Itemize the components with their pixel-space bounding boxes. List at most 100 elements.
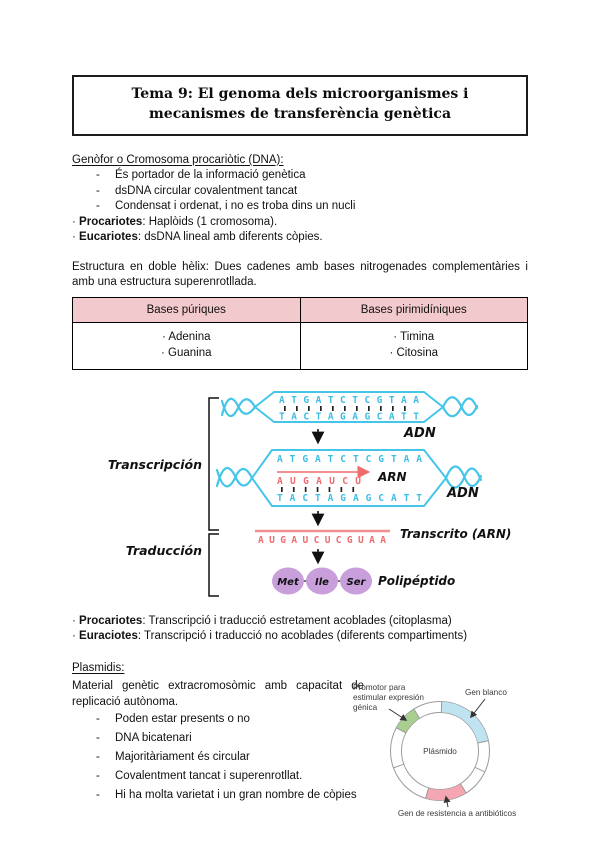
bullet-dash: -	[96, 713, 100, 726]
promoter-label-line: Promotor para	[353, 683, 406, 692]
segment-divider	[396, 727, 407, 734]
arn-label: ARN	[377, 470, 407, 484]
list-item: - Poden estar presents o no	[72, 710, 364, 729]
transcription-bracket	[208, 396, 219, 531]
bullet-dash: -	[96, 770, 100, 783]
plasmidis-row: Material genètic extracromosòmic amb cap…	[72, 678, 528, 829]
plasmidis-intro: Material genètic extracromosòmic amb cap…	[72, 680, 364, 708]
section-heading: Plasmidis:	[72, 661, 528, 677]
note-text: : Transcripció i traducció no acoblades …	[137, 630, 468, 643]
note-dot: ·	[72, 630, 76, 643]
list-item: - dsDNA circular covalentment tancat	[72, 184, 528, 200]
translation-bracket	[208, 532, 219, 597]
segment-divider	[477, 740, 489, 744]
list-item: - Hi ha molta varietat i un gran nombre …	[72, 786, 364, 805]
table-header-cell: Bases pirimidíniques	[299, 296, 528, 323]
bullet-dash: -	[96, 732, 100, 745]
plasmid-diagram: Promotor para estimular expresión génica…	[353, 683, 516, 818]
note-dot: ·	[72, 231, 76, 244]
adn-label: ADN	[446, 486, 479, 501]
plasmid-inner-ring	[401, 712, 479, 791]
section-heading: Genòfor o Cromosoma procariòtic (DNA):	[72, 153, 528, 169]
section-acoblament: · Procariotes: Transcripció i traducció …	[72, 614, 528, 645]
rna-partial-sequence: AUGAUCU	[277, 476, 361, 487]
list-item: - Condensat i ordenat, i no es troba din…	[72, 199, 528, 215]
promoter-segment	[396, 709, 420, 734]
note-text: : dsDNA lineal amb diferents còpies.	[137, 231, 323, 244]
resistance-pointer-arrow	[443, 795, 451, 808]
note-dot: ·	[72, 614, 76, 627]
transcription-label: Transcripción	[108, 457, 202, 472]
note-dot: ·	[72, 215, 76, 228]
note-term: Procariotes	[79, 614, 143, 627]
target-gene-segment	[441, 701, 489, 744]
bullet-dash: -	[96, 789, 100, 802]
note-term: Eucariotes	[79, 231, 138, 244]
segment-divider	[413, 708, 421, 719]
title-box: Tema 9: El genoma dels microorganismes i…	[72, 75, 528, 136]
rna-full-sequence: AUGAUCUCGUAA	[258, 535, 386, 546]
table-cell-line: · Adenina	[161, 330, 211, 343]
resistance-gene-segment	[425, 783, 467, 801]
list-item-text: Poden estar presents o no	[115, 713, 250, 726]
dna-helix-strand	[215, 467, 254, 487]
central-dogma-diagram: Transcripción Traducción ATGATCTCGTAA TA…	[108, 390, 511, 597]
note-line: · Euraciotes: Transcripció i traducció n…	[72, 629, 528, 645]
table-header-cell: Bases púriques	[72, 296, 301, 323]
dna-helix-strand	[220, 397, 257, 417]
bases-table: Bases púriques Bases pirimidíniques · Ad…	[72, 296, 528, 370]
bullet-dash: -	[96, 169, 100, 182]
list-item-text: Condensat i ordenat, i no es troba dins …	[115, 200, 356, 213]
list-item-text: És portador de la informació genètica	[115, 169, 306, 182]
note-text: : Transcripció i traducció estretament a…	[142, 614, 452, 627]
list-item: - És portador de la informació genètica	[72, 168, 528, 184]
promoter-label-line: estimular expresión	[353, 693, 424, 702]
amino-acid-label: Met	[277, 577, 300, 588]
note-term: Procariotes	[79, 215, 143, 228]
note-term: Euraciotes	[79, 630, 138, 643]
note-line: · Procariotes: Haplòids (1 cromosoma).	[72, 215, 528, 231]
note-line: · Eucariotes: dsDNA lineal amb diferents…	[72, 230, 528, 246]
resistance-gene-label: Gen de resistencia a antibióticos	[398, 809, 516, 818]
list-item-text: Majoritàriament és circular	[115, 751, 250, 764]
page-title: Tema 9: El genoma dels microorganismes i…	[131, 86, 469, 123]
adn-label: ADN	[403, 426, 436, 441]
polypeptide-label: Polipéptido	[378, 574, 455, 588]
segment-divider	[393, 763, 404, 769]
table-cell-line: · Citosina	[389, 346, 439, 359]
plasmidis-text-column: Material genètic extracromosòmic amb cap…	[72, 678, 364, 829]
section-genofor: Genòfor o Cromosoma procariòtic (DNA): -…	[72, 153, 528, 246]
segment-divider	[474, 766, 486, 773]
list-item-text: Covalentment tancat i superenrotllat.	[115, 770, 303, 783]
list-item: - DNA bicatenari	[72, 729, 364, 748]
plasmid-outer-ring	[390, 701, 490, 802]
note-line: · Procariotes: Transcripció i traducció …	[72, 614, 528, 630]
plasmidis-heading: Plasmidis:	[72, 661, 125, 674]
list-item-text: Hi ha molta varietat i un gran nombre de…	[115, 789, 357, 802]
table-cell-line: · Timina	[393, 330, 435, 343]
table-cell: · Timina · Citosina	[299, 321, 528, 370]
segment-divider	[459, 783, 467, 794]
table-cell-line: · Guanina	[160, 346, 212, 359]
list-item-text: DNA bicatenari	[115, 732, 192, 745]
plasmid-center-label: Plásmido	[423, 747, 457, 756]
transcript-label: Transcrito (ARN)	[400, 527, 511, 541]
target-gene-label: Gen blanco	[465, 688, 507, 697]
list-item: - Majoritàriament és circular	[72, 748, 364, 767]
note-text: : Haplòids (1 cromosoma).	[142, 215, 278, 228]
bullet-dash: -	[96, 200, 100, 213]
amino-acid-label: Ser	[347, 577, 367, 588]
amino-acid-label: Ile	[315, 577, 329, 588]
dna-helix-strand	[444, 467, 483, 489]
table-cell: · Adenina · Guanina	[72, 321, 301, 370]
table-header-row: Bases púriques Bases pirimidíniques	[72, 296, 528, 323]
translation-label: Traducción	[126, 543, 202, 558]
table-row: · Adenina · Guanina · Timina · Citosina	[72, 321, 528, 370]
promoter-label-line: génica	[353, 703, 378, 712]
dna-bubble	[251, 448, 447, 507]
amino-acid-circle	[306, 567, 338, 595]
genofor-heading: Genòfor o Cromosoma procariòtic (DNA):	[72, 153, 284, 166]
dna-helix-strand	[441, 397, 479, 417]
segment-divider	[425, 787, 430, 799]
